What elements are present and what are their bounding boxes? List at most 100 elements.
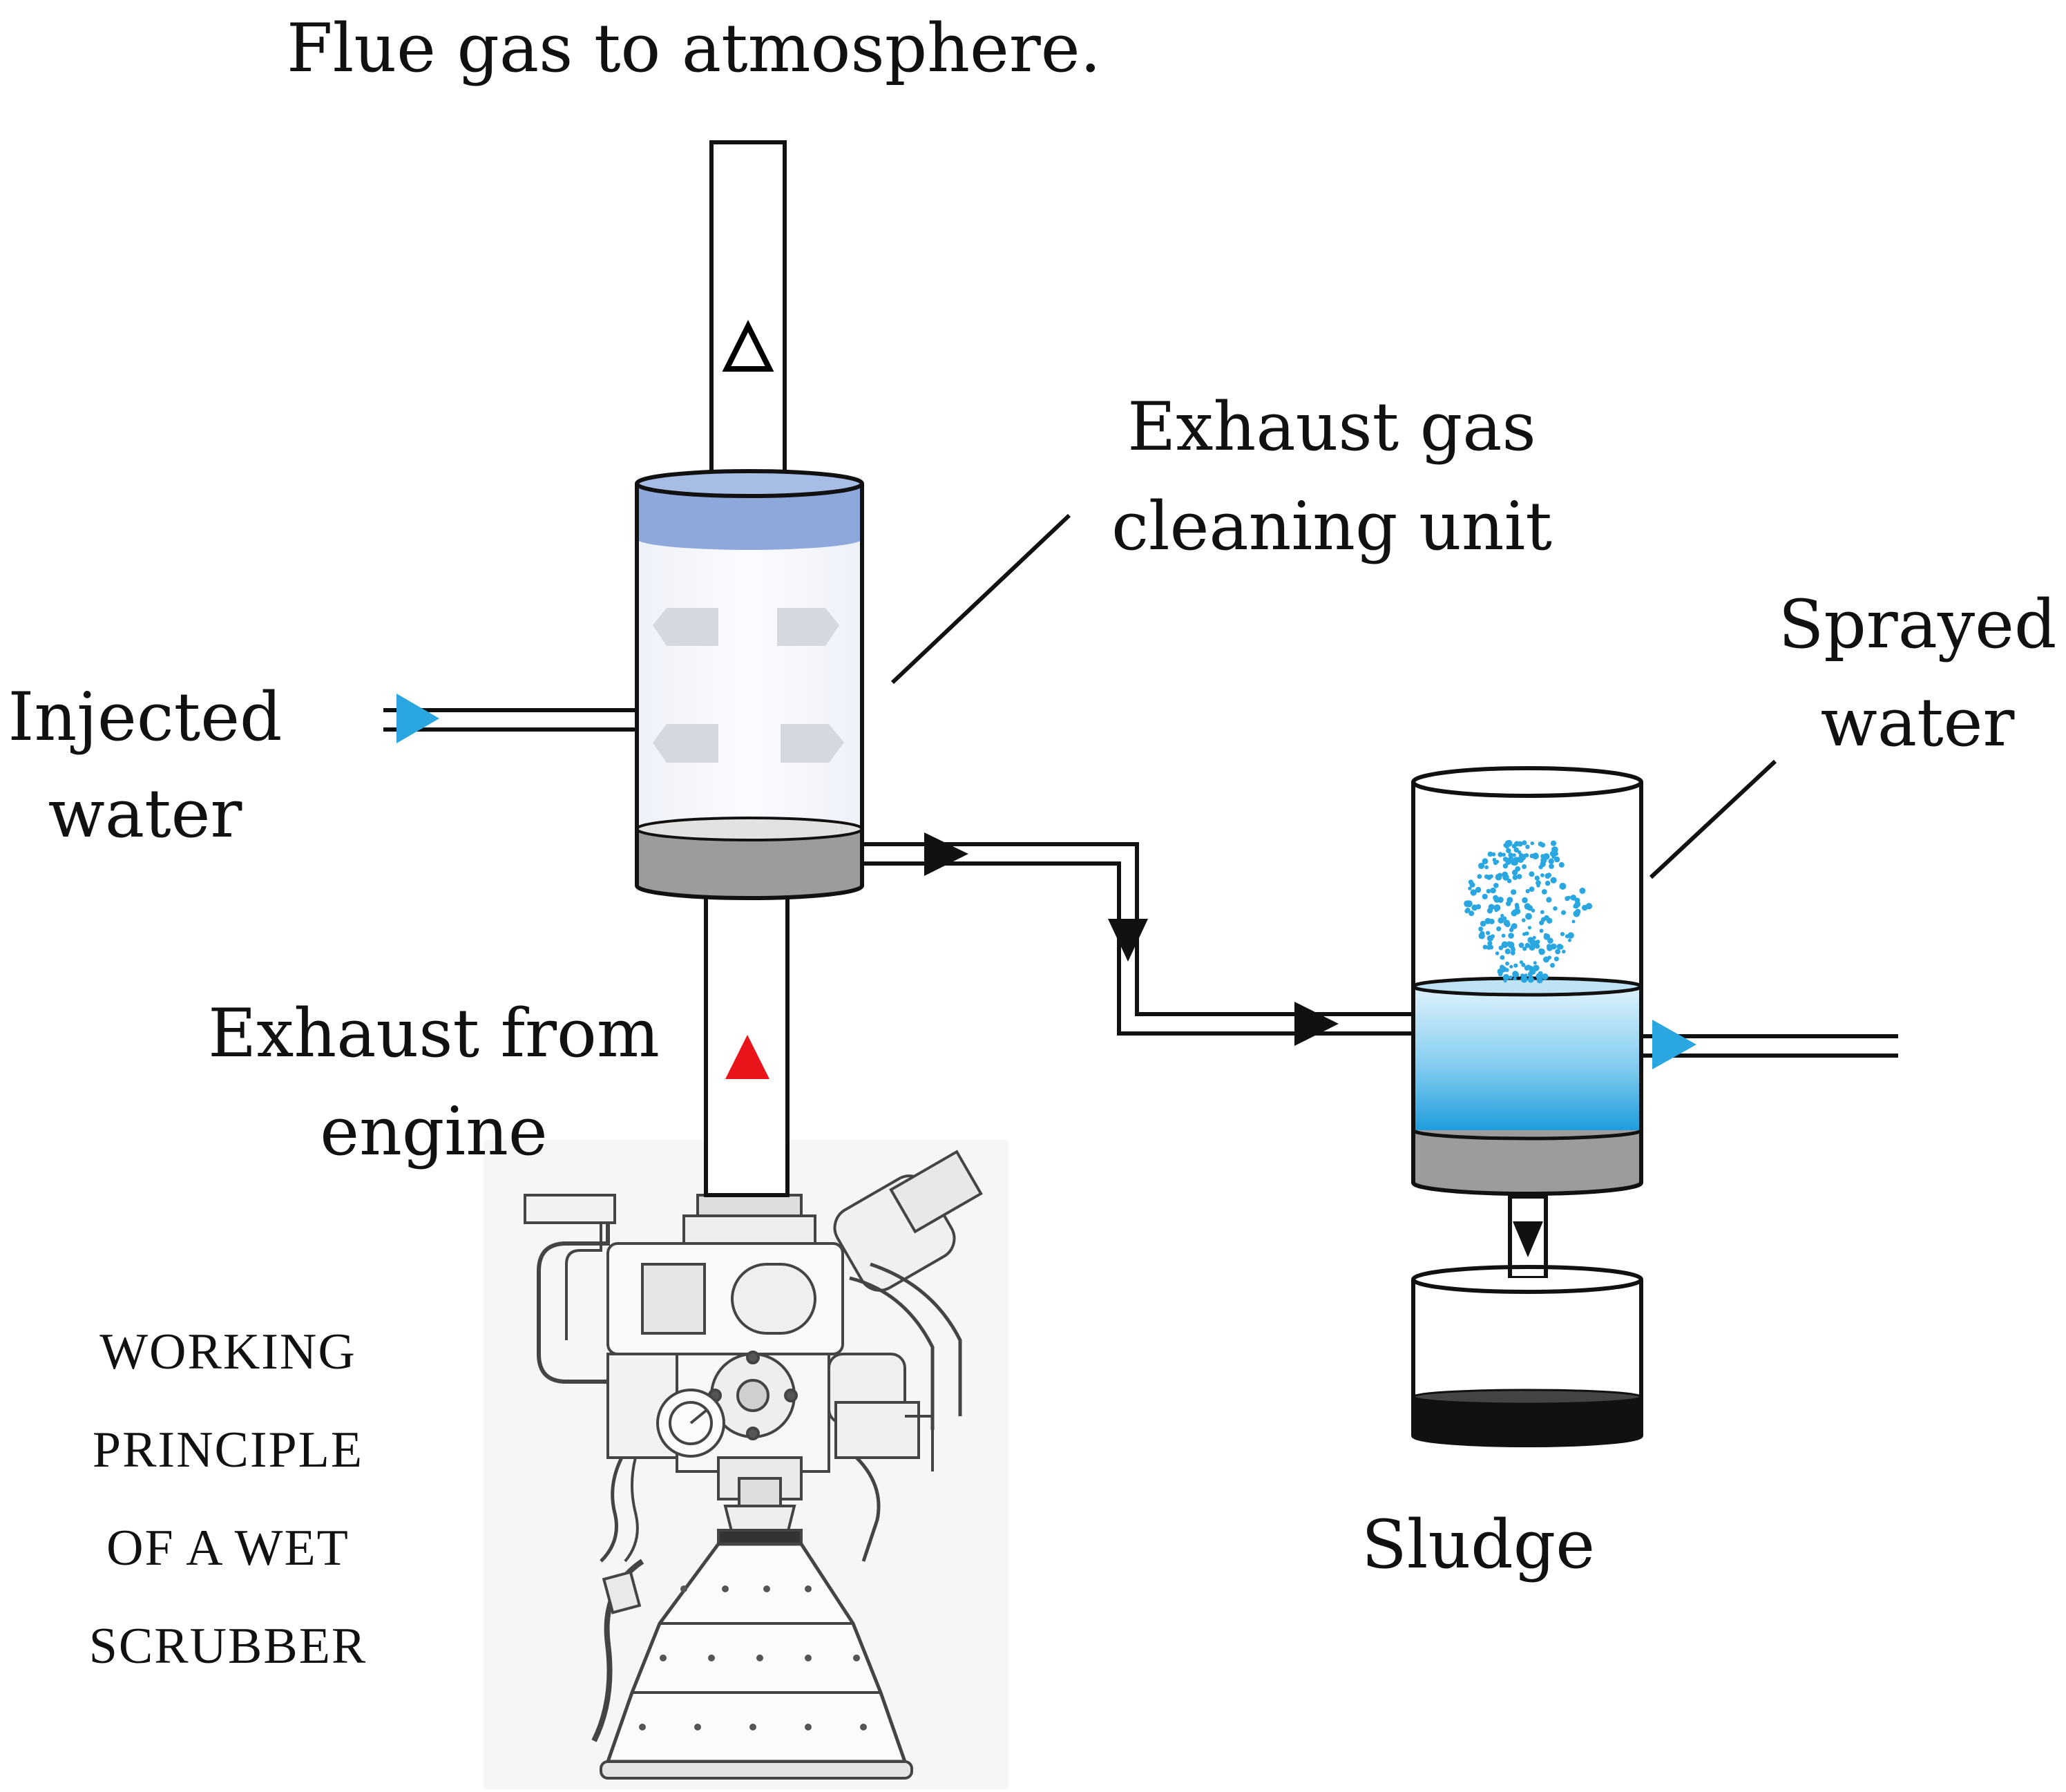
cleaning-unit-label-line1: Exhaust gas xyxy=(1127,388,1536,466)
water-droplet xyxy=(1470,889,1477,896)
water-droplet xyxy=(1478,933,1485,940)
exhaust-engine-label-line1: Exhaust from xyxy=(208,995,660,1072)
exhaust-gas-cleaning-unit xyxy=(635,469,864,900)
cleaning-unit-label-line2: cleaning unit xyxy=(1111,488,1552,565)
water-droplet xyxy=(1469,911,1475,917)
water-droplet xyxy=(1508,933,1514,939)
injected-water-arrow-icon xyxy=(396,694,439,743)
water-droplet xyxy=(1553,956,1559,962)
water-droplet xyxy=(1517,841,1523,847)
water-droplet xyxy=(1525,964,1531,970)
water-droplet xyxy=(1487,851,1493,857)
water-droplet xyxy=(1475,886,1482,893)
water-droplet xyxy=(1513,963,1518,968)
water-droplet xyxy=(1541,889,1547,895)
water-droplet xyxy=(1468,886,1472,890)
water-droplet xyxy=(1486,875,1492,880)
water-droplet xyxy=(1538,864,1543,870)
water-droplet xyxy=(1493,895,1499,901)
water-droplet xyxy=(1486,888,1491,894)
water-droplet xyxy=(1509,975,1513,980)
water-droplet xyxy=(1506,848,1511,854)
rocket-engine-icon xyxy=(484,1140,1008,1789)
water-droplet xyxy=(1538,949,1545,955)
water-droplet xyxy=(1518,852,1524,858)
water-droplet xyxy=(1543,933,1551,940)
water-droplet xyxy=(1547,945,1553,951)
water-droplet xyxy=(1478,862,1485,869)
water-droplet xyxy=(1491,852,1496,857)
caption-line4: SCRUBBER xyxy=(88,1618,367,1675)
water-droplet xyxy=(1550,877,1557,884)
water-droplet xyxy=(1498,852,1503,857)
water-droplet xyxy=(1574,897,1580,904)
water-droplet xyxy=(1539,928,1544,933)
water-droplet xyxy=(1525,844,1530,850)
water-droplet xyxy=(1561,910,1566,915)
water-droplet xyxy=(1517,850,1522,855)
water-droplet xyxy=(1556,944,1563,950)
water-droplet xyxy=(1496,926,1502,932)
water-droplet xyxy=(1520,975,1528,983)
water-droplet xyxy=(1512,875,1518,880)
water-droplet xyxy=(1482,858,1489,865)
water-droplet xyxy=(1505,859,1511,866)
water-droplet xyxy=(1500,966,1507,973)
water-droplet xyxy=(1573,910,1580,917)
water-droplet xyxy=(1502,874,1509,881)
water-droplet xyxy=(1488,904,1495,911)
water-droplet xyxy=(1567,932,1574,939)
water-droplet xyxy=(1511,946,1515,951)
water-droplet xyxy=(1466,907,1470,912)
drain-down-arrow-icon xyxy=(1108,919,1148,962)
water-droplet xyxy=(1512,872,1516,876)
water-droplet xyxy=(1487,941,1493,946)
sludge-down-arrow-icon xyxy=(1513,1221,1543,1257)
water-droplet xyxy=(1504,949,1511,955)
water-droplet xyxy=(1516,874,1522,879)
water-droplet xyxy=(1541,974,1546,979)
water-droplet xyxy=(1509,964,1513,969)
flue-flow-arrow-icon xyxy=(722,320,774,372)
exhaust-engine-label-line2: engine xyxy=(320,1093,548,1170)
water-droplet xyxy=(1571,919,1576,924)
water-droplet xyxy=(1522,946,1527,951)
caption-line2: PRINCIPLE xyxy=(92,1422,364,1478)
water-droplet xyxy=(1507,897,1513,904)
water-droplet xyxy=(1527,926,1531,930)
water-droplet xyxy=(1560,932,1565,937)
water-droplet xyxy=(1507,878,1512,884)
injected-water-label-line2: water xyxy=(48,775,242,852)
water-droplet xyxy=(1518,942,1524,949)
water-droplet xyxy=(1524,942,1531,949)
water-droplet xyxy=(1565,896,1570,902)
water-droplet xyxy=(1555,949,1561,955)
injected-water-pipe xyxy=(383,694,638,743)
water-droplet xyxy=(1544,873,1551,879)
water-droplet xyxy=(1536,940,1540,944)
water-droplet xyxy=(1542,853,1550,860)
water-droplet xyxy=(1477,874,1482,879)
water-droplet xyxy=(1503,919,1510,926)
water-droplet xyxy=(1482,944,1488,950)
water-droplet xyxy=(1527,905,1533,911)
water-droplet xyxy=(1500,913,1504,918)
drain-flow-arrow-icon xyxy=(924,832,968,876)
water-droplet xyxy=(1497,873,1502,878)
water-droplet xyxy=(1512,971,1519,978)
water-droplet xyxy=(1540,873,1544,877)
water-droplet xyxy=(1570,895,1577,901)
water-droplet xyxy=(1495,951,1500,955)
water-droplet xyxy=(1573,904,1577,908)
baffle-icons xyxy=(653,608,844,763)
water-droplet xyxy=(1486,931,1491,935)
water-droplet xyxy=(1532,852,1539,860)
drain-pipe xyxy=(862,832,1415,1046)
sludge-label: Sludge xyxy=(1361,1506,1596,1583)
water-droplet xyxy=(1510,950,1515,955)
water-droplet xyxy=(1553,906,1558,911)
caption-line1: WORKING xyxy=(99,1324,356,1380)
water-droplet xyxy=(1490,887,1496,894)
water-droplet xyxy=(1521,918,1526,922)
